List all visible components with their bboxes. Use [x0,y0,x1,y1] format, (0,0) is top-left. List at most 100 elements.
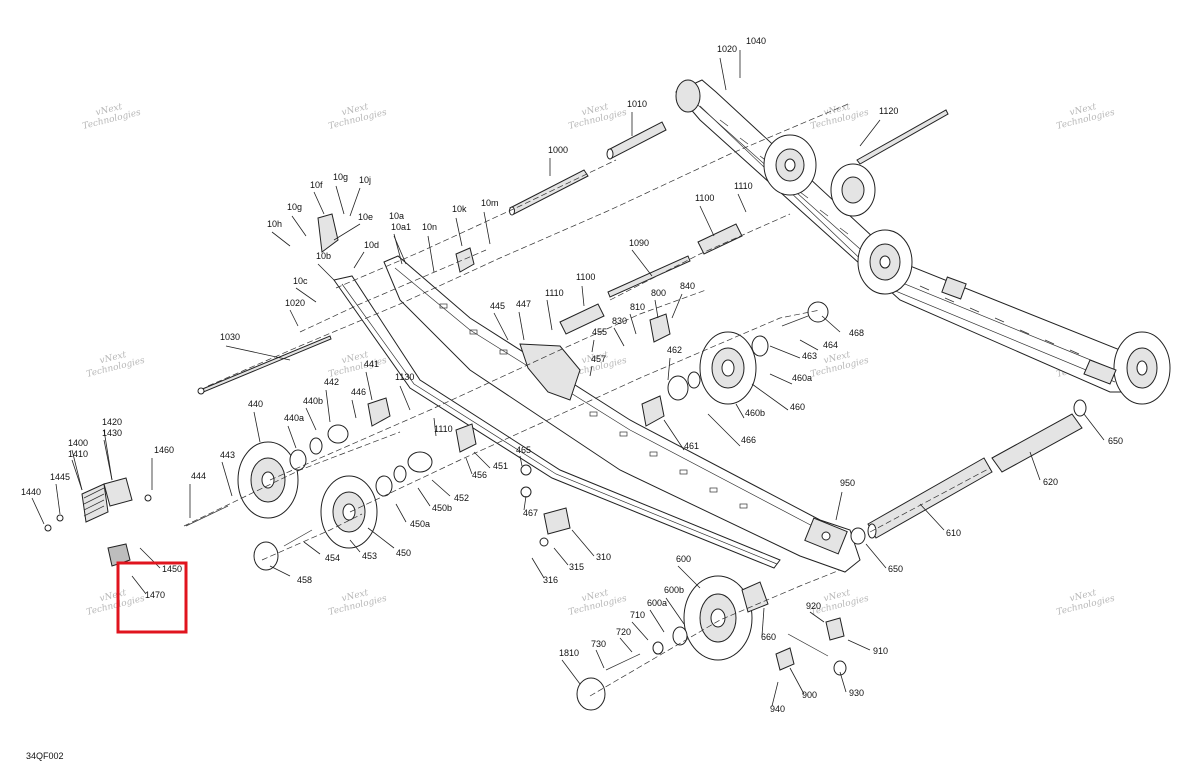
leader-line [571,529,595,557]
leader-line [431,479,451,497]
part-label: 10f [310,180,323,190]
leader-line [473,451,491,469]
leader-line [131,575,147,595]
part-label: 1090 [629,238,649,248]
part-label: 1110 [434,424,453,434]
leader-line [253,411,261,443]
leader-line [581,285,585,307]
part-label: 10b [316,251,331,261]
part-label: 1130 [395,372,414,382]
leader-line [589,365,593,377]
leader-line [707,413,741,447]
part-label: 461 [684,441,699,451]
leader-line [433,417,437,437]
part-label: 1450 [162,564,182,574]
leader-line [719,57,727,91]
leader-line [737,193,747,213]
leader-line [395,503,407,523]
part-label: 1000 [548,145,568,155]
part-label: 1020 [285,298,305,308]
part-label: 910 [873,646,888,656]
leader-line [1083,413,1105,441]
part-label: 900 [802,690,817,700]
part-label: 940 [770,704,785,714]
leader-line [221,461,233,497]
leader-line [289,309,299,327]
part-labels: 1040102010101120100011101100109084080081… [21,36,1123,714]
part-label: 316 [543,575,558,585]
part-label: 1810 [559,648,579,658]
part-label: 600b [664,585,684,595]
leader-line [349,187,361,217]
part-label: 600 [676,554,691,564]
leader-line [393,235,407,265]
part-label: 710 [630,610,645,620]
leader-line [55,483,61,515]
part-label: 1420 [102,417,122,427]
part-label: 1100 [695,193,714,203]
part-label: 1445 [50,472,70,482]
leader-line [751,383,789,411]
part-label: 1010 [627,99,647,109]
part-label: 1430 [102,428,122,438]
part-label: 10a [389,211,404,221]
leader-line [595,649,605,669]
leader-line [665,597,685,625]
leader-line [399,385,411,411]
leader-line [761,607,765,637]
leader-line [847,639,871,651]
part-label: 10n [422,222,437,232]
leader-line [313,191,325,215]
front-rail-assembly [333,255,861,573]
part-label: 464 [823,340,838,350]
part-label: 460a [792,373,812,383]
leader-line [546,299,553,331]
part-label: 610 [946,528,961,538]
leader-line [103,439,113,481]
part-label: 1410 [68,449,88,459]
part-label: 447 [516,299,531,309]
part-label: 810 [630,302,645,312]
leader-line [465,457,473,475]
part-label: 920 [806,601,821,611]
part-label: 650 [888,564,903,574]
part-label: 467 [523,508,538,518]
leader-line [225,345,291,361]
part-label: 468 [849,328,864,338]
part-label: 460 [790,402,805,412]
part-label: 456 [472,470,487,480]
assembly-lines [183,103,991,697]
part-label: 1440 [21,487,41,497]
part-label: 830 [612,316,627,326]
leader-line [619,637,633,653]
leader-line [561,659,581,685]
part-label: 650 [1108,436,1123,446]
leader-line [629,313,637,335]
leader-line [654,299,659,319]
leader-line [735,403,745,419]
part-label: 457 [591,354,606,364]
leader-line [71,449,83,491]
part-label: 1470 [145,590,165,600]
part-label: 450 [396,548,411,558]
part-label: 1400 [68,438,88,448]
leader-line [139,547,161,569]
leader-line [455,217,463,247]
leader-line [919,503,945,531]
part-label: 1120 [879,106,898,116]
leader-line [769,373,793,385]
part-label: 800 [651,288,666,298]
leader-line [295,287,317,303]
leader-line [71,459,83,491]
part-label: 310 [596,552,611,562]
part-label: 444 [191,471,206,481]
leader-line [518,311,525,341]
leader-line [631,621,649,641]
leader-line [351,399,357,419]
